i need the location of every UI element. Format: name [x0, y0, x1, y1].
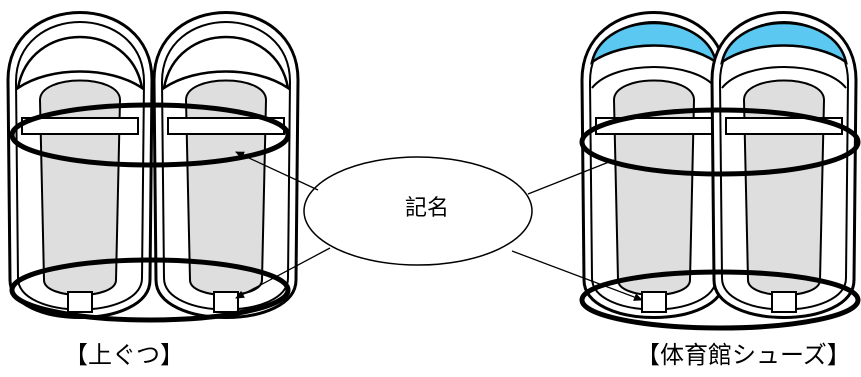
gym-shoes-pair	[579, 11, 861, 331]
gym-heel-mark-ellipse	[579, 269, 861, 331]
name-callout-ellipse	[303, 156, 533, 266]
gym-shoe-left	[580, 11, 728, 319]
indoor-shoe-right	[152, 11, 300, 319]
leader-line-gym-heel	[511, 250, 643, 301]
leader-line-gym-band	[527, 159, 615, 195]
gym-shoes-caption: 【体育館シューズ】	[636, 341, 851, 369]
name-callout-label: 記名	[405, 196, 450, 221]
indoor-heel-mark-ellipse	[9, 257, 291, 323]
gym-toe-accent	[720, 21, 848, 65]
gym-shoe-right	[710, 11, 858, 319]
indoor-shoe-left	[6, 11, 154, 319]
indoor-band-mark-ellipse	[9, 102, 291, 168]
gym-band-mark-ellipse	[579, 107, 861, 177]
indoor-shoes-pair	[6, 11, 300, 323]
indoor-shoes-caption: 【上ぐつ】	[64, 341, 184, 369]
leader-line-indoor-heel	[235, 247, 331, 299]
leader-line-indoor-band	[235, 151, 319, 191]
